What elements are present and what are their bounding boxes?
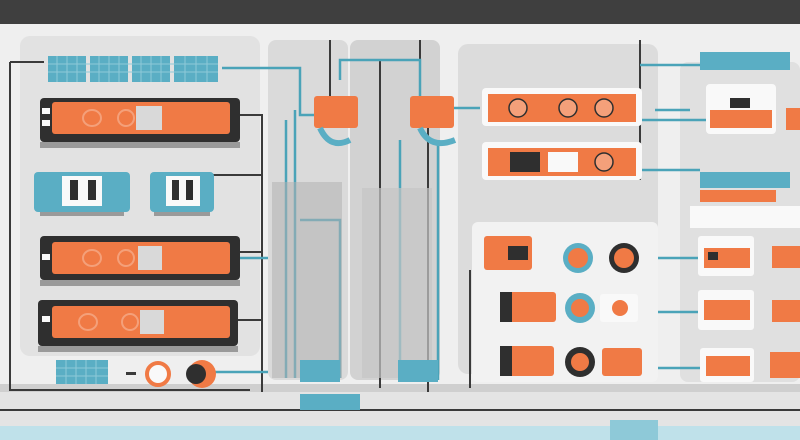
solar-grid-lines [56,360,108,384]
battery-rack [40,236,240,286]
battery-rack [40,98,240,148]
right-module-edge [786,108,800,130]
solar-panel-row [48,56,218,384]
right-module [698,290,800,330]
right-shelf-light [690,206,800,228]
module-row [500,292,638,323]
module-tray [482,142,642,180]
floor-strip [0,384,800,392]
module-row [500,346,642,377]
teal-base [300,360,340,382]
module-row [484,236,639,273]
floor-cabinet [300,394,360,410]
battery-rack [38,300,238,352]
right-shelf [700,52,790,70]
column-slab [362,188,432,378]
teal-base [398,360,438,382]
converter-box [410,96,457,146]
switch-knob [145,361,171,387]
right-shelf [700,172,790,188]
column-slab [272,182,342,378]
right-shelf-orange [700,190,776,202]
inverter-unit [150,172,214,216]
floor-teal-band [0,426,800,440]
solar-grid-lines [48,56,218,82]
right-module [698,236,800,276]
solar-panel [56,360,108,384]
right-module [706,84,776,134]
module-tray [482,88,642,126]
converter-box [314,96,358,146]
switch-knob [186,364,206,384]
inverter-unit [34,172,130,216]
floor-cabinet [610,420,658,440]
top-bar [0,0,800,24]
toggle [126,372,136,375]
right-module [700,348,800,382]
